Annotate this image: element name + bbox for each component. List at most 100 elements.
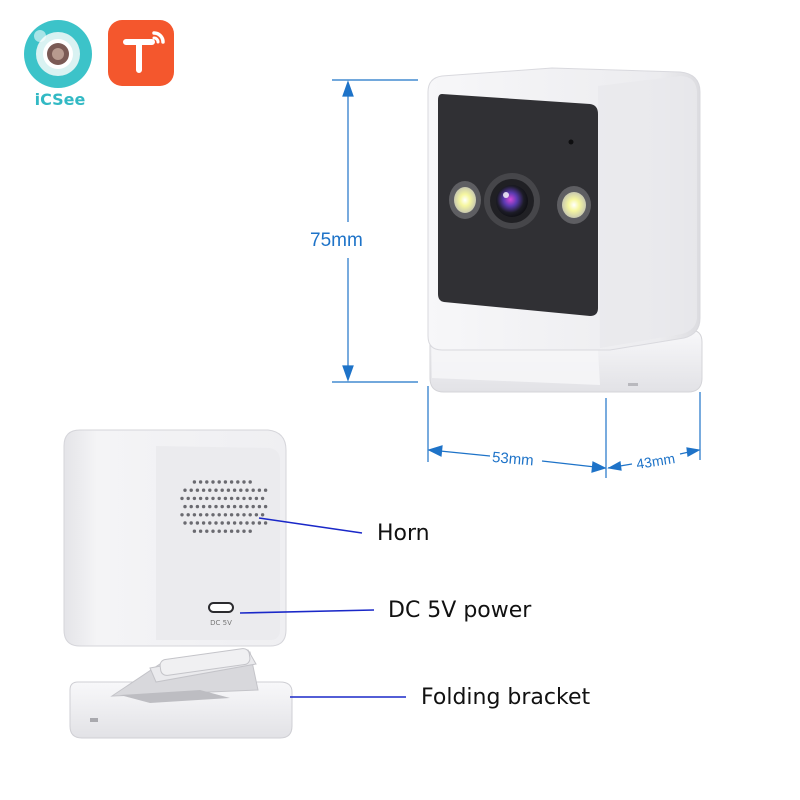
speaker-hole	[254, 513, 259, 517]
speaker-hole	[195, 521, 200, 525]
left-led-light	[449, 181, 481, 219]
speaker-hole	[208, 488, 212, 492]
speaker-hole	[189, 521, 193, 525]
callout-lines	[239, 517, 406, 698]
speaker-hole	[236, 513, 240, 517]
speaker-hole	[248, 496, 252, 501]
speaker-hole	[195, 504, 200, 509]
power-callout-line	[239, 609, 375, 614]
speaker-hole	[211, 529, 215, 533]
speaker-hole	[236, 496, 240, 501]
speaker-hole	[236, 529, 240, 533]
speaker-hole	[226, 521, 231, 525]
speaker-hole	[248, 513, 252, 517]
speaker-hole	[242, 529, 246, 533]
speaker-hole	[260, 513, 265, 517]
speaker-hole	[205, 480, 209, 484]
speaker-hole	[192, 496, 197, 501]
port-label: DC 5V	[210, 619, 232, 627]
speaker-hole	[208, 504, 212, 509]
width-arrow-left	[427, 445, 443, 457]
speaker-hole	[220, 521, 224, 525]
speaker-hole	[220, 488, 224, 492]
bracket-callout-label: Folding bracket	[421, 685, 590, 710]
folding-bracket-hinge	[110, 648, 259, 703]
speaker-hole	[248, 529, 252, 533]
speaker-hole	[263, 521, 268, 525]
speaker-hole	[205, 496, 209, 501]
speaker-hole	[201, 521, 206, 525]
speaker-hole	[211, 496, 215, 501]
depth-arrow-left	[607, 461, 622, 471]
speaker-hole	[229, 496, 234, 501]
speaker-hole	[180, 513, 184, 517]
speaker-hole	[245, 521, 249, 525]
microphone-hole	[568, 139, 574, 145]
speaker-hole	[251, 504, 255, 509]
speaker-hole	[211, 480, 215, 484]
speaker-hole	[201, 488, 206, 492]
width-arrow-right	[591, 461, 607, 473]
speaker-hole	[217, 496, 221, 501]
usb-c-port	[208, 602, 234, 613]
speaker-hole	[217, 529, 221, 533]
speaker-hole	[214, 521, 218, 525]
dimension-lines	[332, 79, 701, 478]
speaker-hole	[189, 488, 193, 492]
speaker-hole	[192, 513, 197, 517]
speaker-hole	[254, 496, 259, 501]
speaker-grille	[180, 480, 268, 533]
right-led-light	[557, 186, 591, 224]
speaker-hole	[260, 496, 265, 501]
speaker-hole	[180, 496, 184, 501]
speaker-hole	[223, 513, 228, 517]
speaker-hole	[217, 513, 221, 517]
height-arrow-bottom	[342, 365, 354, 382]
rear-camera-panel	[156, 446, 280, 640]
speaker-hole	[220, 504, 224, 509]
speaker-hole	[229, 480, 234, 484]
speaker-hole	[211, 513, 215, 517]
speaker-hole	[183, 521, 187, 525]
speaker-hole	[214, 488, 218, 492]
speaker-hole	[223, 496, 228, 501]
width-dimension-label: 53mm	[491, 449, 534, 470]
speaker-hole	[189, 504, 193, 509]
icsee-logo-label: iCSee	[34, 90, 86, 109]
speaker-hole	[229, 513, 234, 517]
speaker-hole	[198, 513, 203, 517]
speaker-hole	[263, 504, 268, 509]
speaker-hole	[198, 496, 203, 501]
icsee-app-icon	[24, 20, 92, 88]
speaker-hole	[242, 496, 246, 501]
speaker-hole	[239, 488, 243, 492]
rear-camera: DC 5V	[63, 429, 293, 739]
speaker-hole	[242, 513, 246, 517]
icsee-logo: iCSee	[20, 18, 100, 110]
speaker-hole	[263, 488, 268, 492]
speaker-hole	[232, 488, 237, 492]
depth-dimension-label: 43mm	[635, 450, 676, 472]
speaker-hole	[205, 513, 209, 517]
speaker-hole	[248, 480, 252, 484]
speaker-hole	[245, 488, 249, 492]
speaker-hole	[205, 529, 209, 533]
depth-arrow-right	[686, 447, 701, 457]
speaker-hole	[195, 488, 200, 492]
horn-callout-line	[258, 517, 363, 534]
speaker-hole	[257, 504, 262, 509]
speaker-hole	[239, 504, 243, 509]
front-camera	[427, 67, 703, 393]
tuya-app-icon	[108, 20, 174, 86]
height-dimension-label: 75mm	[310, 230, 363, 251]
speaker-hole	[192, 480, 197, 484]
speaker-hole	[226, 504, 231, 509]
speaker-hole	[226, 488, 231, 492]
speaker-hole	[242, 480, 246, 484]
speaker-hole	[217, 480, 221, 484]
speaker-hole	[245, 504, 249, 509]
speaker-hole	[236, 480, 240, 484]
speaker-hole	[208, 521, 212, 525]
speaker-hole	[232, 521, 237, 525]
